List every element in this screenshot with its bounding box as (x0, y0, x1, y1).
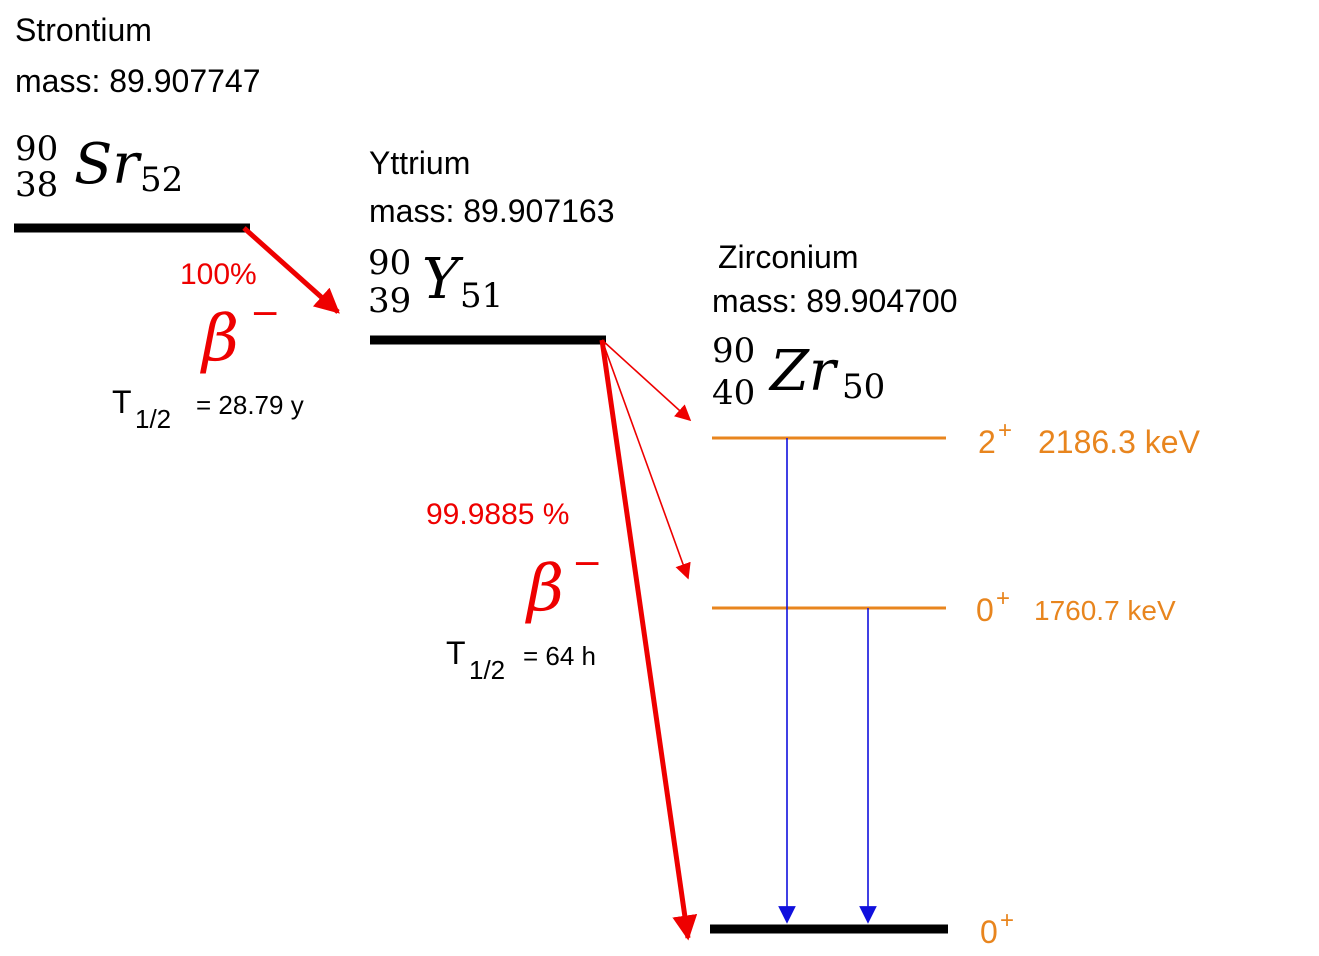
y-beta-sign: − (572, 543, 602, 584)
level-ground-parity: + (1000, 907, 1014, 934)
zirconium-atomic-number: 40 (712, 373, 755, 413)
level-2plus-parity: + (998, 417, 1012, 444)
y-halflife-value: = 64 h (523, 641, 596, 671)
level-ground-spin: 0 (980, 914, 998, 950)
level-0plus-excited-spin: 0 (976, 592, 994, 628)
strontium-mass: mass: 89.907747 (15, 63, 261, 99)
zirconium-mass: mass: 89.904700 (712, 283, 958, 319)
zirconium-mass-number: 90 (712, 331, 755, 371)
yttrium-name: Yttrium (369, 145, 470, 181)
sr-beta-sign: − (250, 293, 280, 334)
strontium-symbol: Sr (74, 132, 142, 197)
yttrium-mass: mass: 89.907163 (369, 193, 615, 229)
sr-halflife-subscript: 1/2 (135, 404, 171, 434)
yttrium-atomic-number: 39 (368, 281, 411, 321)
level-2plus-spin: 2 (978, 424, 996, 460)
y-beta-arrow-to-ground (599, 339, 698, 941)
sr-beta-symbol: β (200, 302, 239, 376)
y-beta-symbol: β (525, 552, 564, 626)
yttrium-neutron-number: 51 (460, 276, 503, 316)
yttrium-symbol: Y (422, 247, 464, 312)
sr-halflife-label: T (112, 384, 132, 420)
y-branch-ratio: 99.9885 % (426, 498, 569, 531)
strontium-neutron-number: 52 (140, 160, 183, 200)
zirconium-neutron-number: 50 (842, 367, 885, 407)
level-0plus-excited-parity: + (996, 585, 1010, 612)
y-halflife-subscript: 1/2 (469, 655, 505, 685)
y-beta-arrow-to-2plus (601, 339, 692, 422)
strontium-mass-number: 90 (15, 129, 58, 169)
strontium-atomic-number: 38 (15, 165, 58, 205)
sr-halflife-value: = 28.79 y (196, 390, 304, 420)
level-2plus-energy: 2186.3 keV (1038, 424, 1201, 460)
sr-beta-arrow (242, 226, 340, 314)
yttrium-mass-number: 90 (368, 243, 411, 283)
zirconium-symbol: Zr (768, 339, 839, 404)
y-beta-arrow-to-0plus-excited (601, 339, 691, 580)
y-halflife-label: T (446, 635, 466, 671)
sr-branch-ratio: 100% (180, 258, 257, 291)
zirconium-name: Zirconium (718, 239, 858, 275)
strontium-name: Strontium (15, 12, 152, 48)
level-0plus-excited-energy: 1760.7 keV (1034, 595, 1176, 626)
